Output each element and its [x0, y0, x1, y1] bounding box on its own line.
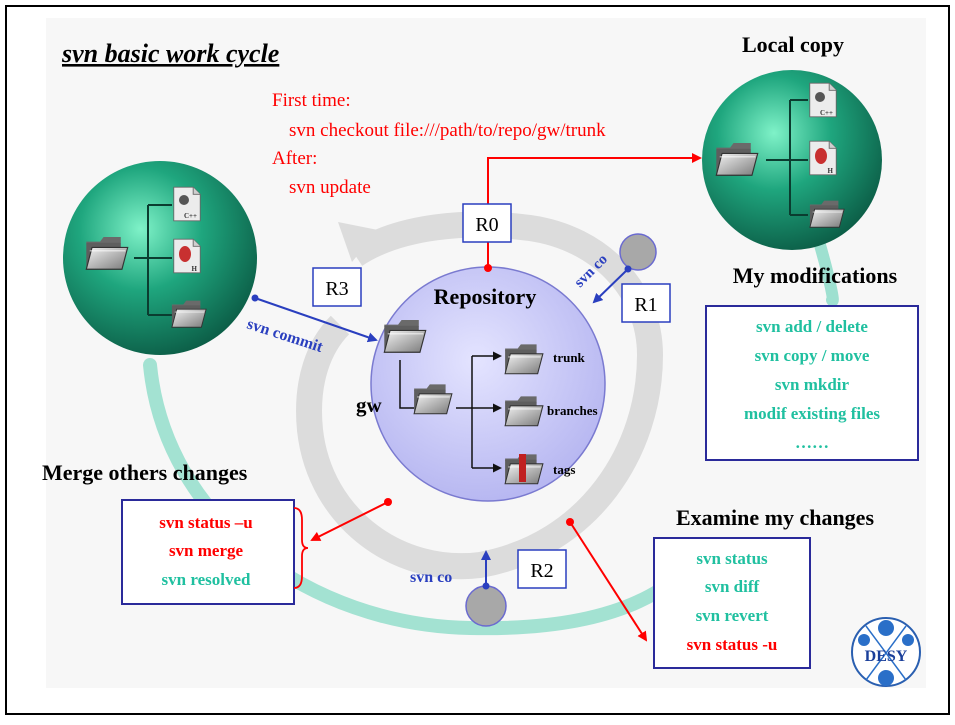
- modifications-item: svn copy / move: [755, 346, 870, 365]
- examine-heading: Examine my changes: [676, 505, 874, 530]
- examine-item-revert: svn revert: [696, 606, 769, 625]
- checkout-note-line1: First time:: [272, 90, 351, 111]
- revision-ring: [296, 211, 664, 580]
- merge-brace: [293, 507, 309, 589]
- cpp-badge-working: C++: [184, 212, 197, 220]
- slide-title: svn basic work cycle: [61, 39, 279, 68]
- branches-label: branches: [547, 403, 598, 418]
- revision-ring-arrowhead: [338, 222, 378, 262]
- tags-label: tags: [553, 462, 575, 477]
- r0-box: [462, 203, 512, 243]
- tags-folder-icon: [504, 453, 544, 485]
- examine-box: [653, 537, 811, 669]
- repository-root-label: gw: [356, 393, 383, 417]
- merge-list: svn status –u svn merge svn resolved: [159, 513, 253, 589]
- r1-box: [621, 283, 671, 323]
- modifications-item: ……: [795, 433, 829, 452]
- examine-item-diff: svn diff: [705, 577, 760, 596]
- svn-co-source-top: [619, 233, 657, 271]
- cycle-ring-right: [814, 239, 839, 307]
- local-copy-label: Local copy: [742, 32, 844, 57]
- examine-list: svn status svn diff svn revert svn statu…: [687, 549, 778, 654]
- modifications-list: svn add / delete svn copy / move svn mkd…: [744, 317, 880, 452]
- modifications-box: [705, 305, 919, 461]
- examine-item-status-u: svn status -u: [687, 635, 778, 654]
- checkout-arrow-dot: [484, 264, 492, 272]
- r2-label: R2: [530, 560, 553, 582]
- merge-box: [121, 499, 295, 605]
- merge-item-merge: svn merge: [169, 541, 244, 560]
- modifications-item: modif existing files: [744, 404, 880, 423]
- h-badge-local: H: [828, 167, 834, 175]
- h-badge-working: H: [192, 265, 198, 273]
- modifications-item: svn mkdir: [775, 375, 850, 394]
- svn-co-bottom-label: svn co: [410, 569, 452, 586]
- modifications-item: svn add / delete: [756, 317, 868, 336]
- cycle-ring-outer: [143, 358, 667, 636]
- commit-arrow: [254, 297, 378, 343]
- r2-box: [517, 549, 567, 589]
- repository-tree: gw trunk branches tags: [356, 319, 598, 485]
- examine-item-status: svn status: [696, 549, 768, 568]
- working-copy-tree: C++ H: [85, 186, 207, 328]
- checkout-note-line3: After:: [272, 148, 317, 169]
- svn-co-top-arrow: [592, 268, 629, 304]
- r3-box: [312, 267, 362, 307]
- checkout-note: First time: svn checkout file:///path/to…: [272, 90, 606, 198]
- r0-label: R0: [475, 214, 498, 236]
- r3-label: R3: [325, 278, 348, 300]
- merge-arrow: [310, 501, 389, 541]
- checkout-note-line4: svn update: [289, 177, 371, 198]
- examine-arrow: [569, 521, 648, 642]
- checkout-note-line2: svn checkout file:///path/to/repo/gw/tru…: [289, 120, 606, 141]
- desy-logo: DESY: [851, 617, 921, 687]
- repository-label: Repository: [434, 284, 537, 309]
- r1-label: R1: [634, 294, 657, 316]
- merge-item-resolved: svn resolved: [162, 570, 251, 589]
- cpp-badge-local: C++: [820, 109, 833, 117]
- merge-heading: Merge others changes: [42, 460, 248, 485]
- merge-item-status: svn status –u: [159, 513, 253, 532]
- local-copy-tree: C++ H: [715, 82, 845, 228]
- desy-logo-text: DESY: [865, 648, 908, 665]
- svn-co-source-bottom: [465, 585, 507, 627]
- trunk-label: trunk: [553, 350, 586, 365]
- modifications-heading: My modifications: [733, 263, 898, 288]
